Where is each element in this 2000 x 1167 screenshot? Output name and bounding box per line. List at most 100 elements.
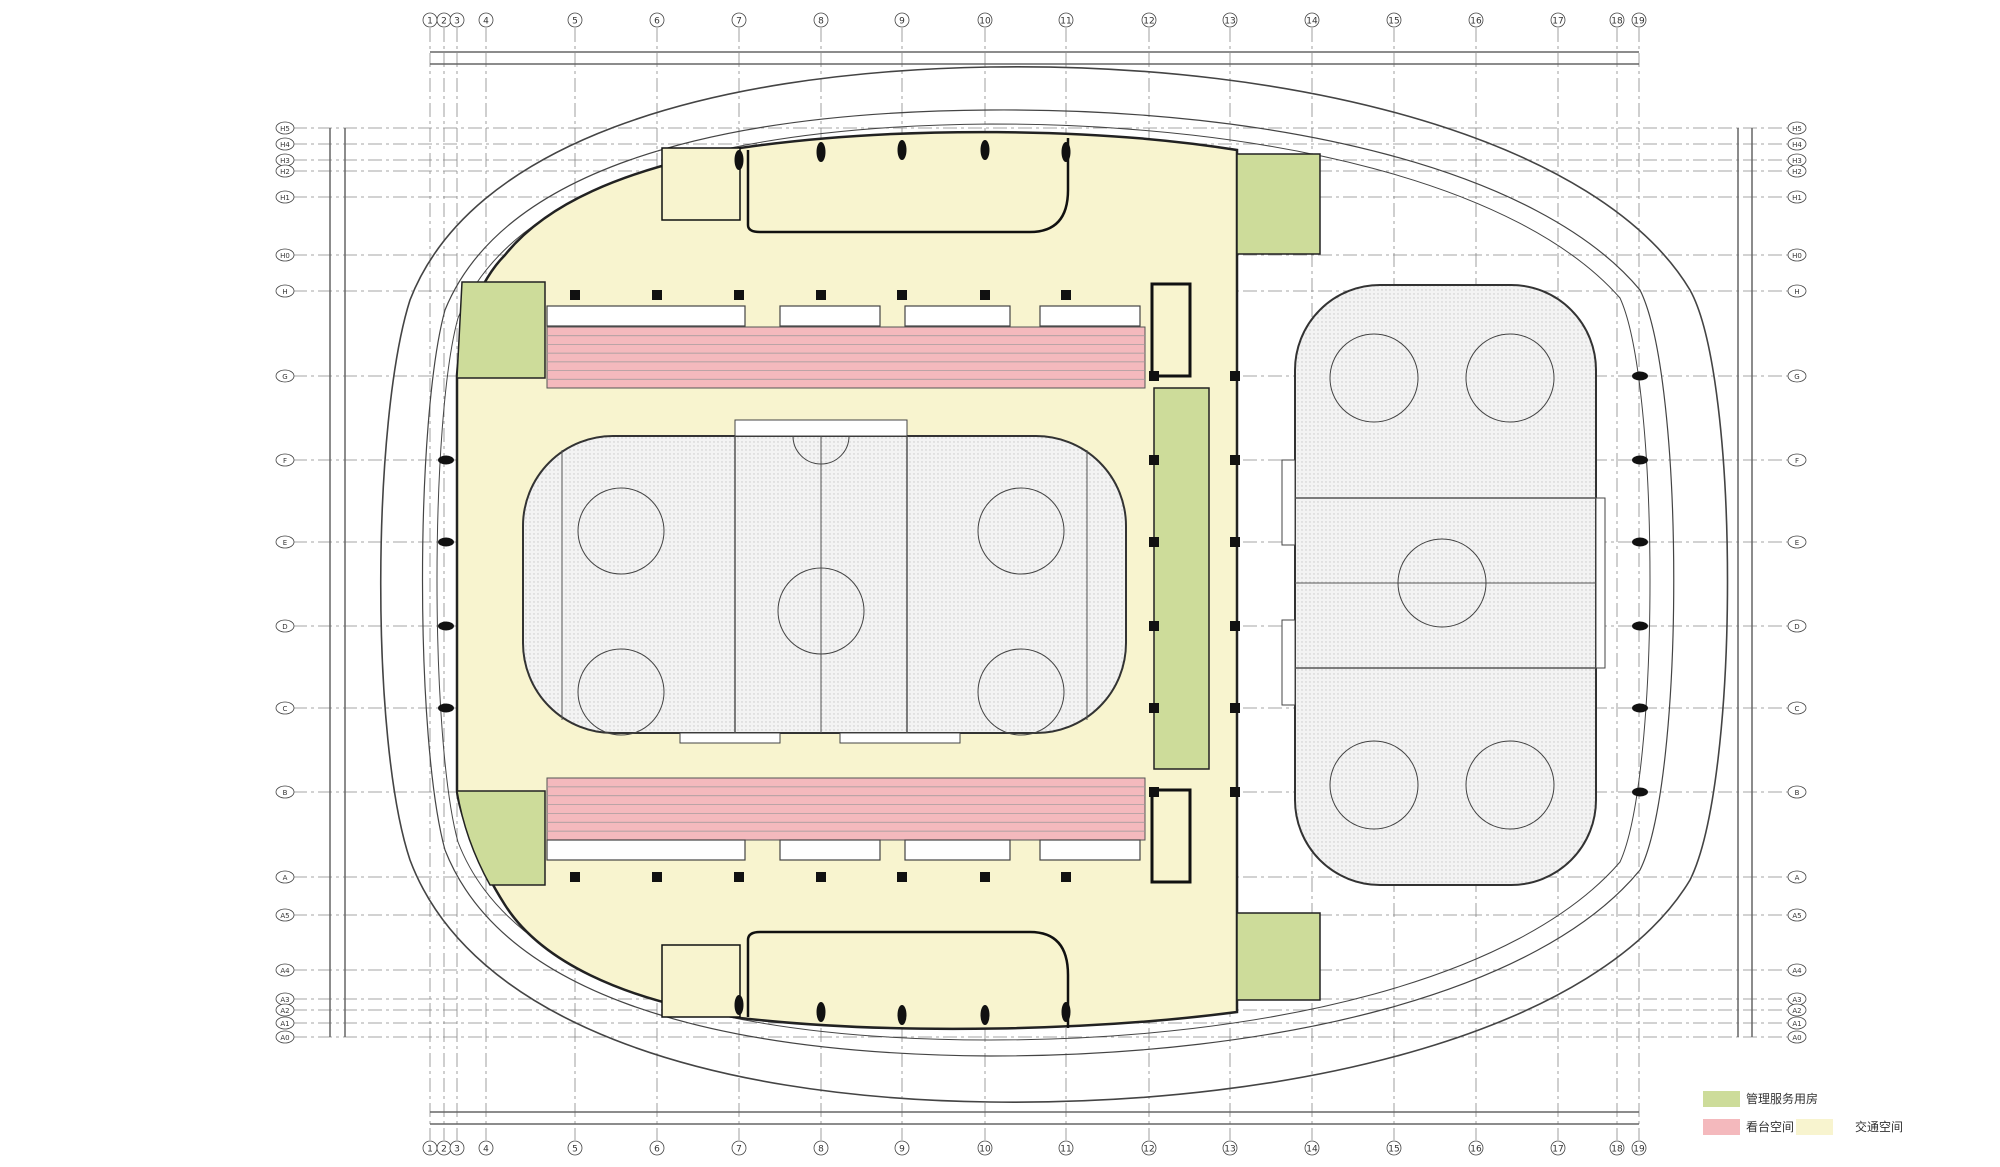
grid-label-col: 17 bbox=[1552, 1145, 1563, 1155]
column bbox=[1230, 455, 1240, 465]
grid-bubble-row-A5: A5 bbox=[1787, 908, 1807, 922]
grid-label-row: H3 bbox=[280, 157, 290, 165]
grid-bubble-col-8: 8 bbox=[813, 1140, 829, 1156]
grid-label-col: 12 bbox=[1143, 17, 1154, 27]
grid-bubble-col-18: 18 bbox=[1609, 1140, 1625, 1156]
grid-label-col: 4 bbox=[483, 17, 489, 27]
grid-bubble-row-A0: A0 bbox=[275, 1030, 295, 1044]
grid-label-col: 12 bbox=[1143, 1145, 1154, 1155]
grid-bubble-row-D: D bbox=[275, 619, 295, 633]
grid-bubble-col-7: 7 bbox=[731, 12, 747, 28]
grid-label-col: 7 bbox=[736, 17, 742, 27]
grid-bubble-col-9: 9 bbox=[894, 1140, 910, 1156]
column bbox=[734, 872, 744, 882]
grid-label-row: H2 bbox=[280, 168, 290, 176]
grid-bubble-row-H3: H3 bbox=[275, 153, 295, 167]
column bbox=[1149, 621, 1159, 631]
grid-bubble-row-H1: H1 bbox=[1787, 190, 1807, 204]
grid-label-col: 5 bbox=[572, 1145, 578, 1155]
grid-label-col: 15 bbox=[1388, 1145, 1399, 1155]
grid-label-row: A0 bbox=[280, 1034, 289, 1042]
grid-label-row: H1 bbox=[1792, 194, 1802, 202]
legend-label-management: 管理服务用房 bbox=[1746, 1092, 1819, 1106]
grid-label-col: 19 bbox=[1633, 17, 1645, 27]
grid-label-row: A3 bbox=[1792, 996, 1801, 1004]
grid-bubble-row-H2: H2 bbox=[1787, 164, 1807, 178]
column bbox=[1061, 872, 1071, 882]
grid-bubble-row-A2: A2 bbox=[275, 1003, 295, 1017]
grid-bubble-col-13: 13 bbox=[1222, 12, 1238, 28]
grid-label-row: E bbox=[283, 539, 287, 547]
perimeter-column bbox=[1632, 703, 1648, 713]
column bbox=[980, 872, 990, 882]
grid-label-row: A bbox=[283, 874, 288, 882]
grid-bubble-row-H: H bbox=[1787, 284, 1807, 298]
grid-bubble-row-H4: H4 bbox=[275, 137, 295, 151]
grid-bubble-col-4: 4 bbox=[478, 12, 494, 28]
column bbox=[897, 290, 907, 300]
grid-label-col: 13 bbox=[1224, 1145, 1235, 1155]
vip-box bbox=[904, 305, 1011, 327]
grid-label-col: 16 bbox=[1470, 17, 1482, 27]
grid-bubble-col-12: 12 bbox=[1141, 1140, 1157, 1156]
grid-bubble-row-H5: H5 bbox=[275, 121, 295, 135]
grid-bubble-col-1: 1 bbox=[422, 1140, 438, 1156]
column bbox=[570, 872, 580, 882]
grid-bubble-col-10: 10 bbox=[977, 12, 993, 28]
grid-label-col: 10 bbox=[979, 1145, 991, 1155]
column bbox=[1230, 703, 1240, 713]
grid-label-col: 4 bbox=[483, 1145, 489, 1155]
grid-bubble-row-H0: H0 bbox=[1787, 248, 1807, 262]
grid-label-row: E bbox=[1795, 539, 1799, 547]
dimension-lines bbox=[329, 51, 1753, 1125]
grid-label-row: B bbox=[1795, 789, 1800, 797]
grid-bubble-col-3: 3 bbox=[449, 1140, 465, 1156]
grid-label-row: H0 bbox=[280, 252, 290, 260]
grid-label-col: 6 bbox=[654, 1145, 660, 1155]
legend-item-stands: 看台空间 bbox=[1703, 1118, 1794, 1135]
grid-label-row: A5 bbox=[1792, 912, 1801, 920]
legend: 管理服务用房 看台空间 交通空间 bbox=[1703, 1090, 1993, 1150]
perimeter-column bbox=[980, 140, 990, 160]
grid-label-row: A1 bbox=[280, 1020, 289, 1028]
grid-label-row: A1 bbox=[1792, 1020, 1801, 1028]
grid-label-row: C bbox=[1795, 705, 1800, 713]
grid-label-row: H bbox=[1794, 288, 1799, 296]
truss-ring bbox=[421, 109, 1675, 1057]
grid-bubble-col-19: 19 bbox=[1631, 12, 1647, 28]
perimeter-column bbox=[1632, 455, 1648, 465]
grid-label-row: H2 bbox=[1792, 168, 1802, 176]
grid-bubble-col-14: 14 bbox=[1304, 1140, 1320, 1156]
grid-bubble-row-A0: A0 bbox=[1787, 1030, 1807, 1044]
grid-label-col: 1 bbox=[427, 17, 433, 27]
east-ice-rink bbox=[1281, 284, 1606, 886]
grid-label-col: 13 bbox=[1224, 17, 1235, 27]
grid-label-row: D bbox=[282, 623, 287, 631]
grid-label-col: 11 bbox=[1060, 17, 1071, 27]
grid-label-row: F bbox=[1795, 457, 1799, 465]
lobby-ramp-north bbox=[746, 138, 1070, 234]
grid-label-row: G bbox=[1794, 373, 1799, 381]
grid-label-col: 1 bbox=[427, 1145, 433, 1155]
grid-label-row: F bbox=[283, 457, 287, 465]
vip-box bbox=[546, 839, 746, 861]
grid-label-col: 8 bbox=[818, 17, 824, 27]
legend-swatch-stands bbox=[1703, 1118, 1740, 1135]
perimeter-column bbox=[897, 140, 907, 160]
column bbox=[1230, 371, 1240, 381]
perimeter-column bbox=[1632, 371, 1648, 381]
grid-bubble-row-E: E bbox=[275, 535, 295, 549]
perimeter-column bbox=[438, 621, 454, 631]
grid-label-row: B bbox=[283, 789, 288, 797]
grid-bubble-row-H2: H2 bbox=[275, 164, 295, 178]
perimeter-column bbox=[734, 995, 744, 1015]
grid-bubble-col-12: 12 bbox=[1141, 12, 1157, 28]
grid-label-col: 3 bbox=[454, 1145, 460, 1155]
stands bbox=[546, 305, 1146, 861]
grid-bubble-row-A: A bbox=[1787, 870, 1807, 884]
perimeter-column bbox=[438, 537, 454, 547]
grid-bubble-row-G: G bbox=[275, 369, 295, 383]
perimeter-column bbox=[816, 142, 826, 162]
grid-bubble-row-A3: A3 bbox=[275, 992, 295, 1006]
grid-bubble-col-19: 19 bbox=[1631, 1140, 1647, 1156]
